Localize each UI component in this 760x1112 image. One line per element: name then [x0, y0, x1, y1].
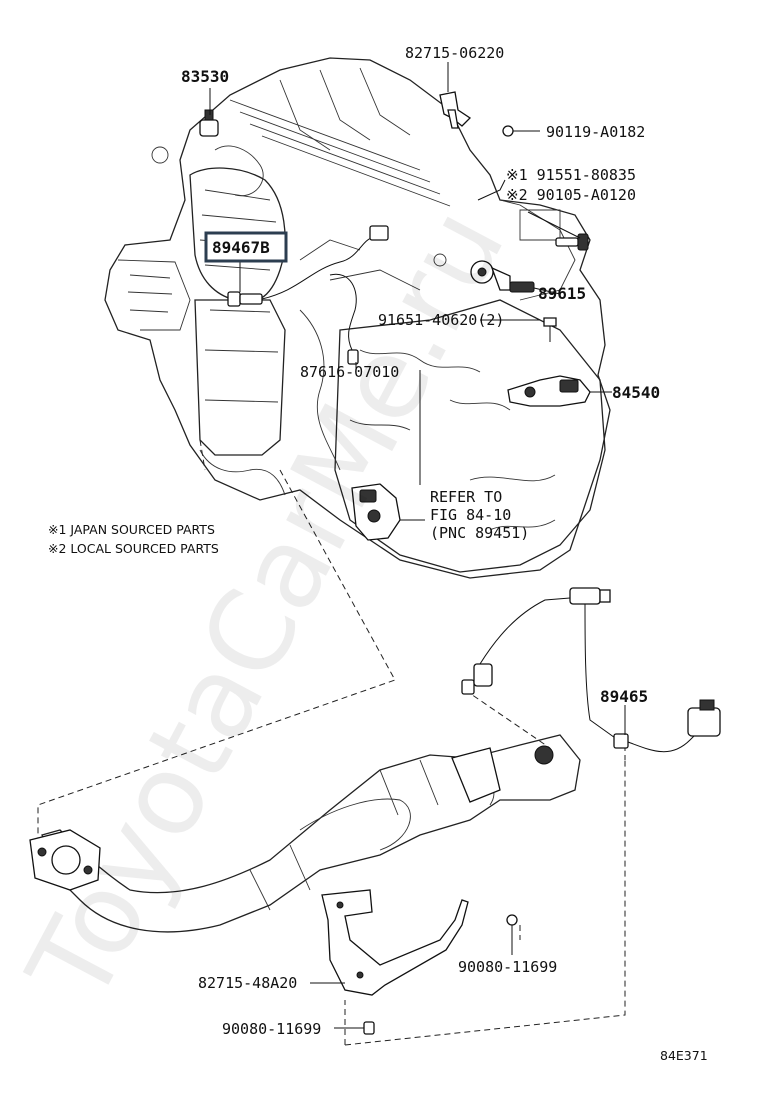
label-82715-48A20: 82715-48A20	[198, 974, 297, 992]
label-87616-07010: 87616-07010	[300, 363, 399, 381]
label-89465: 89465	[600, 687, 648, 706]
label-82715-06220: 82715-06220	[405, 44, 504, 62]
label-91651-40620: 91651-40620(2)	[378, 311, 504, 329]
label-90119-A0182: 90119-A0182	[546, 123, 645, 141]
bolt-90119-part	[502, 125, 522, 137]
engine-assembly-drawing	[104, 57, 611, 579]
label-89467B[interactable]: 89467B	[212, 238, 270, 257]
refer-line-2: FIG 84-10	[430, 506, 511, 524]
note-japan-sourced: ※1 JAPAN SOURCED PARTS	[48, 522, 215, 537]
leader-lines	[209, 62, 626, 1029]
harness-clamp-part	[329, 273, 359, 365]
label-91551-80835: ※1 91551-80835	[506, 166, 636, 184]
oil-pressure-switch-part	[199, 109, 219, 137]
wire-bracket-part	[439, 91, 472, 129]
bolt-91551-part	[555, 233, 589, 251]
air-fuel-ratio-sensor-part	[227, 225, 389, 307]
label-83530: 83530	[181, 67, 229, 86]
exhaust-pipe-converter-part	[29, 734, 581, 933]
refer-line-1: REFER TO	[430, 488, 502, 506]
bolt-90080-right-part	[506, 914, 518, 950]
label-84540: 84540	[612, 383, 660, 402]
watermark: ToyotaCarMe.ru	[4, 188, 531, 1024]
bolt-91651-part	[543, 317, 557, 342]
refer-line-3: (PNC 89451)	[430, 524, 529, 542]
neutral-start-switch-part	[507, 375, 591, 407]
label-90105-A0120: ※2 90105-A0120	[506, 186, 636, 204]
highlight-box-89467B	[204, 231, 288, 263]
knock-sensor-part	[470, 260, 535, 293]
oxygen-sensor-part	[461, 587, 721, 753]
label-90080-11699-bottom: 90080-11699	[222, 1020, 321, 1038]
speed-sensor-part	[351, 483, 401, 541]
label-90080-11699-right: 90080-11699	[458, 958, 557, 976]
exhaust-bracket-part	[321, 889, 469, 996]
bolt-90080-bottom-part	[363, 1021, 375, 1035]
label-89615: 89615	[538, 284, 586, 303]
note-local-sourced: ※2 LOCAL SOURCED PARTS	[48, 541, 219, 556]
dashed-guide-lines	[37, 439, 626, 1046]
diagram-id: 84E371	[660, 1048, 708, 1063]
